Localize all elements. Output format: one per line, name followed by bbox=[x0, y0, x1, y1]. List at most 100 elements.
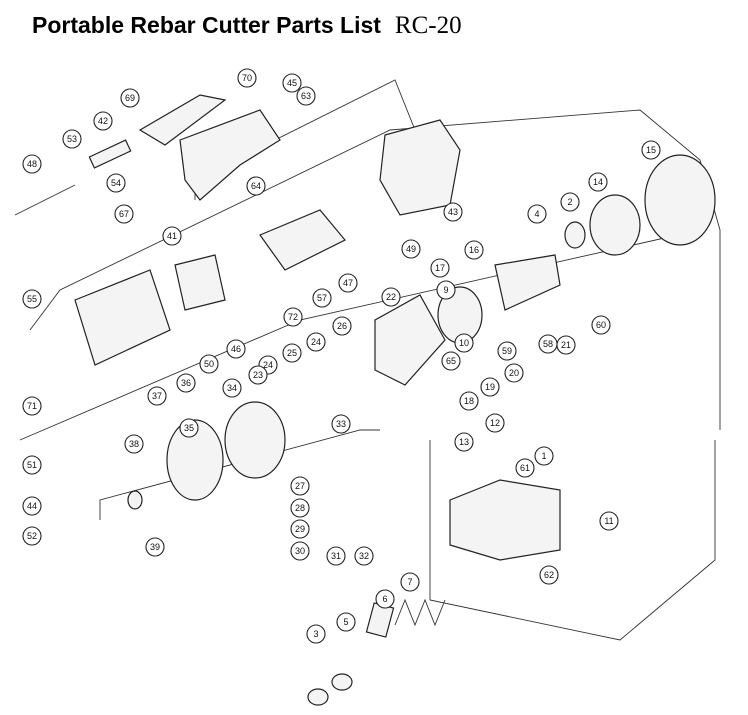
callout-circle bbox=[332, 316, 352, 336]
part-callout-44: 44 bbox=[22, 496, 42, 516]
callout-circle bbox=[306, 332, 326, 352]
part-callout-55: 55 bbox=[22, 289, 42, 309]
callout-circle bbox=[283, 307, 303, 327]
part-callout-67: 67 bbox=[114, 204, 134, 224]
callout-number: 45 bbox=[287, 78, 297, 88]
callout-number: 17 bbox=[435, 263, 445, 273]
callout-circle bbox=[381, 287, 401, 307]
callout-circle bbox=[454, 333, 474, 353]
callout-number: 70 bbox=[242, 73, 252, 83]
piston-part bbox=[494, 254, 561, 311]
callout-number: 59 bbox=[502, 346, 512, 356]
part-callout-26: 26 bbox=[332, 316, 352, 336]
callout-number: 63 bbox=[301, 91, 311, 101]
callout-number: 39 bbox=[150, 542, 160, 552]
callout-number: 42 bbox=[98, 116, 108, 126]
callout-circle bbox=[336, 612, 356, 632]
grip-part bbox=[88, 139, 132, 169]
title-text: Portable Rebar Cutter Parts List bbox=[32, 12, 381, 38]
part-callout-59: 59 bbox=[497, 341, 517, 361]
callout-circle bbox=[282, 73, 302, 93]
power-cord bbox=[14, 184, 76, 216]
callout-number: 27 bbox=[295, 481, 305, 491]
part-callout-1: 1 bbox=[534, 446, 554, 466]
part-callout-34: 34 bbox=[222, 378, 242, 398]
callout-circle bbox=[22, 496, 42, 516]
callout-number: 71 bbox=[27, 401, 37, 411]
callout-circle bbox=[306, 624, 326, 644]
part-callout-65: 65 bbox=[441, 351, 461, 371]
callout-circle bbox=[436, 280, 456, 300]
handle-body-part bbox=[179, 109, 281, 201]
callout-number: 49 bbox=[406, 244, 416, 254]
callout-circle bbox=[176, 373, 196, 393]
part-callout-57: 57 bbox=[312, 288, 332, 308]
callout-number: 18 bbox=[464, 396, 474, 406]
part-callout-71: 71 bbox=[22, 396, 42, 416]
callout-circle bbox=[400, 572, 420, 592]
part-callout-23: 23 bbox=[248, 365, 268, 385]
callout-number: 16 bbox=[469, 245, 479, 255]
part-callout-52: 52 bbox=[22, 526, 42, 546]
part-callout-46: 46 bbox=[226, 339, 246, 359]
callout-number: 14 bbox=[593, 177, 603, 187]
part-callout-28: 28 bbox=[290, 498, 310, 518]
callout-number: 25 bbox=[287, 348, 297, 358]
callout-number: 60 bbox=[596, 320, 606, 330]
callout-circle bbox=[22, 154, 42, 174]
callout-number: 62 bbox=[544, 570, 554, 580]
callout-number: 43 bbox=[448, 207, 458, 217]
spring-part bbox=[589, 194, 641, 256]
callout-circle bbox=[237, 68, 257, 88]
callout-circle bbox=[556, 335, 576, 355]
callout-circle bbox=[248, 365, 268, 385]
callout-number: 24 bbox=[311, 337, 321, 347]
callout-circle bbox=[599, 511, 619, 531]
field-part bbox=[174, 254, 226, 311]
callout-number: 5 bbox=[343, 617, 348, 627]
part-callout-20: 20 bbox=[504, 363, 524, 383]
callout-circle bbox=[443, 202, 463, 222]
part-callout-25: 25 bbox=[282, 343, 302, 363]
part-callout-36: 36 bbox=[176, 373, 196, 393]
part-callout-9: 9 bbox=[436, 280, 456, 300]
callout-circle bbox=[145, 537, 165, 557]
washer-part bbox=[307, 688, 329, 706]
spring2-part bbox=[394, 598, 446, 627]
part-callout-50: 50 bbox=[199, 354, 219, 374]
callout-number: 22 bbox=[386, 292, 396, 302]
callout-number: 9 bbox=[443, 285, 448, 295]
armature-part bbox=[259, 209, 346, 271]
part-callout-13: 13 bbox=[454, 432, 474, 452]
callout-circle bbox=[93, 111, 113, 131]
callout-number: 37 bbox=[152, 391, 162, 401]
callout-number: 51 bbox=[27, 460, 37, 470]
bearing-part bbox=[127, 490, 143, 510]
callout-circle bbox=[375, 589, 395, 609]
part-callout-29: 29 bbox=[290, 519, 310, 539]
part-callout-51: 51 bbox=[22, 455, 42, 475]
callout-number: 7 bbox=[407, 577, 412, 587]
part-callout-41: 41 bbox=[162, 226, 182, 246]
callout-number: 65 bbox=[446, 356, 456, 366]
callout-circle bbox=[441, 351, 461, 371]
motor-part bbox=[74, 269, 171, 366]
callout-number: 31 bbox=[331, 551, 341, 561]
callout-number: 6 bbox=[382, 594, 387, 604]
callout-number: 55 bbox=[27, 294, 37, 304]
part-callout-70: 70 bbox=[237, 68, 257, 88]
part-callout-6: 6 bbox=[375, 589, 395, 609]
callout-circle bbox=[199, 354, 219, 374]
part-callout-38: 38 bbox=[124, 434, 144, 454]
callout-circle bbox=[246, 176, 266, 196]
callout-circle bbox=[534, 446, 554, 466]
blade-part bbox=[365, 602, 395, 638]
callout-number: 47 bbox=[343, 278, 353, 288]
callout-number: 2 bbox=[567, 197, 572, 207]
part-callout-69: 69 bbox=[120, 88, 140, 108]
gasket2-part bbox=[224, 401, 286, 479]
callout-number: 35 bbox=[184, 423, 194, 433]
callout-circle bbox=[560, 192, 580, 212]
callout-circle bbox=[504, 363, 524, 383]
